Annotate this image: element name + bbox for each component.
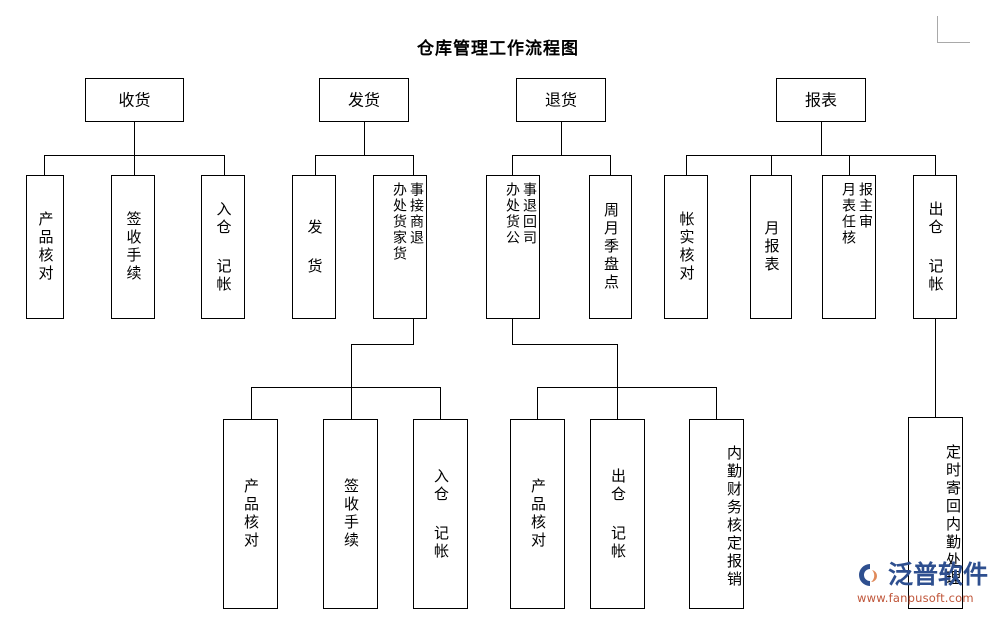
connector-line	[440, 387, 442, 419]
connector-line	[537, 387, 539, 419]
connector-line	[251, 387, 441, 389]
node-box-qianshou-shouxu-2[interactable]: 签收手续	[323, 419, 378, 609]
node-label-columns: 报主审月表任核	[823, 182, 875, 312]
connector-line	[512, 319, 514, 345]
node-box-rucang-jizhang-1[interactable]: 入仓 记帐	[201, 175, 245, 319]
connector-line	[134, 122, 136, 156]
node-label: 帐实核对	[677, 211, 696, 283]
connector-line	[315, 155, 414, 157]
connector-line	[716, 387, 718, 419]
node-label: 入仓 记帐	[214, 200, 233, 294]
connector-line	[413, 319, 415, 345]
connector-line	[821, 122, 823, 156]
node-box-zhangshi-hedui[interactable]: 帐实核对	[664, 175, 708, 319]
watermark-url-text: www.fanpusoft.com	[857, 591, 974, 605]
node-label: 入仓 记帐	[432, 467, 450, 561]
connector-line	[134, 155, 136, 175]
connector-line	[561, 122, 563, 156]
node-label-col-left: 办处货公	[504, 182, 520, 246]
connector-line	[849, 155, 851, 175]
connector-line	[351, 344, 353, 388]
node-label-col-left: 办处货家货	[391, 182, 407, 262]
node-label-columns: 事接商退办处货家货	[374, 182, 426, 312]
node-box-fahuo[interactable]: 发货	[319, 78, 409, 122]
node-box-zhouyueji-pandian[interactable]: 周月季盘点	[589, 175, 632, 319]
node-label-col-left: 月表任核	[840, 182, 856, 246]
node-label: 周月季盘点	[602, 202, 620, 292]
node-label: 内勤财务核定报销	[725, 445, 743, 589]
node-box-fahuo-2[interactable]: 发 货	[292, 175, 336, 319]
connector-line	[610, 155, 612, 175]
node-label: 签收手续	[342, 478, 360, 550]
connector-line	[935, 155, 937, 175]
watermark: 泛普软件 www.fanpusoft.com	[855, 558, 991, 610]
fanpu-logo-icon	[855, 560, 885, 590]
node-box-chucang-jizhang-2[interactable]: 出仓 记帐	[913, 175, 957, 319]
node-label: 退货	[544, 90, 577, 110]
connector-line	[686, 155, 688, 175]
node-box-chanpin-hedui-3[interactable]: 产品核对	[510, 419, 565, 609]
node-box-chanpin-hedui-1[interactable]: 产品核对	[26, 175, 64, 319]
node-label: 出仓 记帐	[926, 200, 945, 294]
node-label-col-right: 事退回司	[521, 182, 537, 246]
node-label: 发货	[347, 90, 380, 110]
connector-line	[686, 155, 936, 157]
crop-mark-icon	[937, 16, 970, 43]
node-label-col-right: 事接商退	[408, 182, 424, 246]
connector-line	[251, 387, 253, 419]
node-box-tuihui-gongsi[interactable]: 事退回司办处货公	[486, 175, 540, 319]
node-box-jieshangjia-tuihuo[interactable]: 事接商退办处货家货	[373, 175, 427, 319]
node-box-chanpin-hedui-2[interactable]: 产品核对	[223, 419, 278, 609]
node-label: 产品核对	[529, 478, 547, 550]
node-label: 产品核对	[242, 478, 260, 550]
connector-line	[351, 387, 353, 419]
watermark-brand-text: 泛普软件	[888, 560, 989, 589]
node-label: 出仓 记帐	[609, 467, 627, 561]
node-box-rucang-jizhang-2[interactable]: 入仓 记帐	[413, 419, 468, 609]
connector-line	[617, 387, 619, 419]
page-title: 仓库管理工作流程图	[417, 39, 579, 59]
connector-line	[224, 155, 226, 175]
node-box-qianshou-shouxu-1[interactable]: 签收手续	[111, 175, 155, 319]
node-label: 收货	[118, 90, 151, 110]
node-box-zhushen-hedui[interactable]: 报主审月表任核	[822, 175, 876, 319]
node-box-neiqin-caiwu-baoxiao[interactable]: 内勤财务核定报销	[689, 419, 744, 609]
connector-line	[44, 155, 46, 175]
connector-line	[512, 155, 611, 157]
node-label-columns: 事退回司办处货公	[487, 182, 539, 312]
node-box-yue-baobiao[interactable]: 月报表	[750, 175, 792, 319]
watermark-brand-row: 泛普软件	[855, 560, 988, 590]
node-label: 报表	[804, 90, 837, 110]
connector-line	[617, 344, 619, 388]
node-label-col-right: 报主审	[857, 182, 873, 230]
node-box-tuihuo[interactable]: 退货	[516, 78, 606, 122]
connector-line	[364, 122, 366, 156]
connector-line	[512, 344, 618, 346]
node-box-shouhuo[interactable]: 收货	[85, 78, 184, 122]
node-box-baobiao[interactable]: 报表	[776, 78, 866, 122]
node-label: 发 货	[305, 218, 324, 276]
node-label: 签收手续	[124, 211, 143, 283]
connector-line	[351, 344, 414, 346]
connector-line	[771, 155, 773, 175]
connector-line	[413, 155, 415, 175]
connector-line	[935, 319, 937, 417]
connector-line	[512, 155, 514, 175]
node-label: 月报表	[762, 220, 781, 274]
node-label: 定时寄回内勤处理	[944, 444, 962, 588]
connector-line	[537, 387, 717, 389]
node-label: 产品核对	[36, 211, 55, 283]
connector-line	[315, 155, 317, 175]
node-box-dingshi-jihui-neiqin[interactable]: 定时寄回内勤处理	[908, 417, 963, 609]
node-box-chucang-jizhang-3[interactable]: 出仓 记帐	[590, 419, 645, 609]
